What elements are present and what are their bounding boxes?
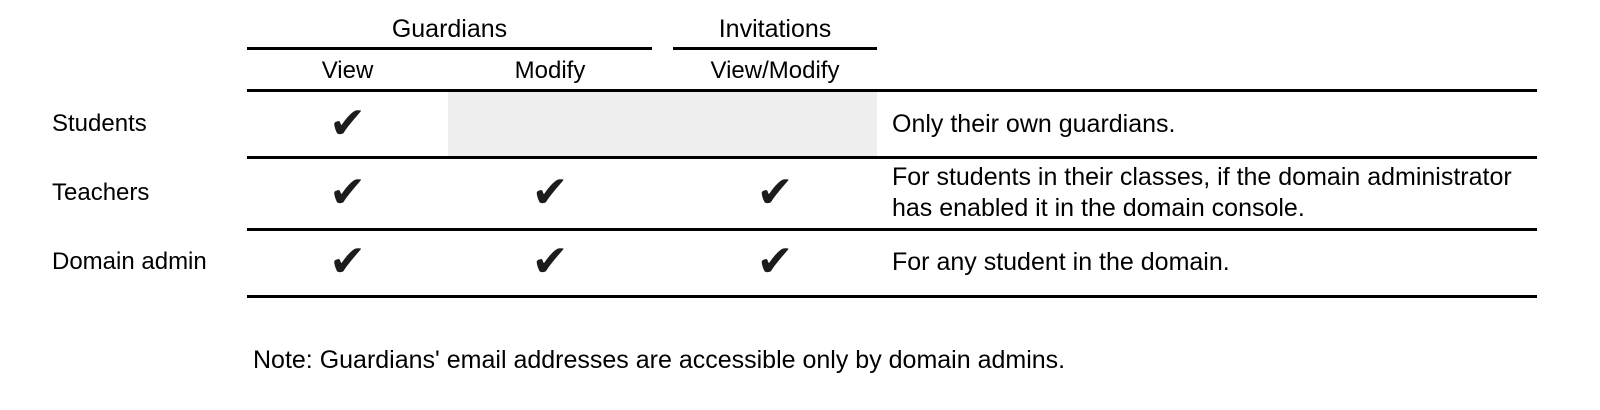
column-group-invitations: Invitations <box>718 14 832 43</box>
column-group-guardians: Guardians <box>391 14 508 43</box>
footnote: Note: Guardians' email addresses are acc… <box>253 346 1066 374</box>
students-row-rule <box>247 156 1537 159</box>
note-line: For any student in the domain. <box>892 247 1230 276</box>
teachers-row-rule <box>247 228 1537 231</box>
invitations-underline <box>673 47 877 50</box>
check-icon: ✔ <box>756 236 794 287</box>
domain-admin-view-modify-cell: ✔ <box>673 231 877 293</box>
row-label-students: Students <box>52 110 147 137</box>
check-icon: ✔ <box>531 236 569 287</box>
domain-admin-note: For any student in the domain. <box>892 231 1540 293</box>
note-line: For students in their classes, if the do… <box>892 163 1512 191</box>
row-label-teachers: Teachers <box>52 179 150 206</box>
check-icon: ✔ <box>329 98 366 149</box>
teachers-view-modify-cell: ✔ <box>673 159 877 227</box>
teachers-view-cell: ✔ <box>247 159 448 227</box>
guardians-underline <box>247 47 652 50</box>
note-line: Only their own guardians. <box>892 109 1176 138</box>
check-icon: ✔ <box>329 167 366 218</box>
check-icon: ✔ <box>756 167 794 218</box>
check-icon: ✔ <box>329 236 366 287</box>
note-line: has enabled it in the domain console. <box>892 194 1305 222</box>
teachers-note: For students in their classes, if the do… <box>892 159 1540 227</box>
students-disabled-cells <box>448 92 877 156</box>
row-label-domain-admin: Domain admin <box>52 248 207 275</box>
column-header-view-modify: View/Modify <box>710 57 840 84</box>
teachers-modify-cell: ✔ <box>448 159 652 227</box>
students-view-cell: ✔ <box>247 92 448 156</box>
column-header-modify: Modify <box>514 57 586 84</box>
domain-admin-view-cell: ✔ <box>247 231 448 293</box>
header-rule <box>247 89 1537 92</box>
domain-admin-modify-cell: ✔ <box>448 231 652 293</box>
column-header-view: View <box>321 57 374 84</box>
domain-admin-row-rule <box>247 295 1537 298</box>
students-note: Only their own guardians. <box>892 92 1540 156</box>
check-icon: ✔ <box>531 167 569 218</box>
